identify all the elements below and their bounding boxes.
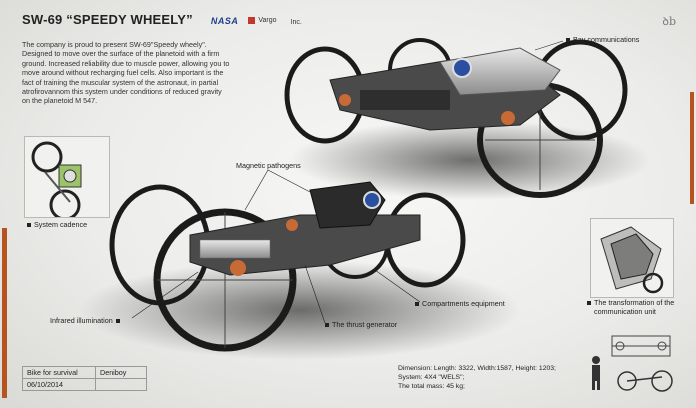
top-vehicle-nasa-badge (452, 58, 472, 78)
empty-cell (95, 378, 147, 391)
project-info-table: Bike for survival Deniboy 06/10/2014 (22, 366, 147, 391)
bullet-icon (325, 323, 329, 328)
nasa-logo: NASA (210, 16, 239, 26)
shadow-bottom-vehicle (80, 260, 520, 360)
vargo-logo: Vargo (248, 17, 277, 24)
top-vehicle-body (439, 47, 561, 96)
dimensions-line-3: The total mass: 45 kg; (398, 383, 465, 390)
transformation-inset (590, 218, 674, 298)
dimensions-line-1: Dimension: Length: 3322, Width:1587, Hei… (398, 365, 556, 372)
author-cell: Deniboy (95, 366, 147, 379)
corner-monogram: ꝺb (662, 15, 676, 28)
callout-transformation: The transformation of the communication … (584, 298, 674, 316)
callout-infrared-illumination: Infrared illumination (50, 316, 123, 325)
bullet-icon (566, 38, 570, 43)
description-text: The company is proud to present SW-69"Sp… (22, 40, 230, 106)
accent-bar-left (2, 228, 7, 398)
table-row: 06/10/2014 (22, 378, 147, 391)
leader-lines (131, 40, 564, 324)
astronaut-silhouette (592, 356, 600, 390)
table-row: Bike for survival Deniboy (22, 366, 147, 379)
callout-bay-communications: Bay communications (563, 35, 639, 44)
bottom-vehicle (109, 181, 466, 352)
date-cell: 06/10/2014 (22, 378, 96, 391)
callout-compartments-equipment: Compartments equipment (412, 299, 505, 308)
project-name-cell: Bike for survival (22, 366, 96, 379)
callout-system-cadence: System cadence (24, 220, 87, 229)
bullet-icon (587, 301, 591, 306)
callout-thrust-generator: The thrust generator (322, 320, 397, 329)
title-row: SW-69 “SPEEDY WHEELY” NASA Vargo Inc. (22, 12, 302, 27)
system-cadence-inset (24, 136, 110, 218)
bullet-icon (415, 302, 419, 307)
scale-drawings (592, 335, 673, 392)
dimensions-block: Dimension: Length: 3322, Width:1587, Hei… (398, 364, 556, 391)
bottom-vehicle-nasa-badge (363, 191, 381, 209)
vargo-label: Vargo (258, 17, 277, 24)
brand-inc-label: Inc. (290, 19, 302, 26)
callout-magnetic-pathogens: Magnetic pathogens (236, 161, 301, 170)
top-vehicle (284, 38, 628, 198)
top-view-vehicle (611, 335, 671, 357)
vargo-square-icon (248, 17, 256, 24)
bullet-icon (115, 319, 120, 324)
bullet-icon (27, 223, 31, 228)
dimensions-line-2: System: 4X4 "WELS"; (398, 374, 465, 381)
page-title: SW-69 “SPEEDY WHEELY” (22, 12, 193, 27)
side-view-vehicle (617, 370, 673, 392)
accent-bar-right (690, 92, 694, 204)
